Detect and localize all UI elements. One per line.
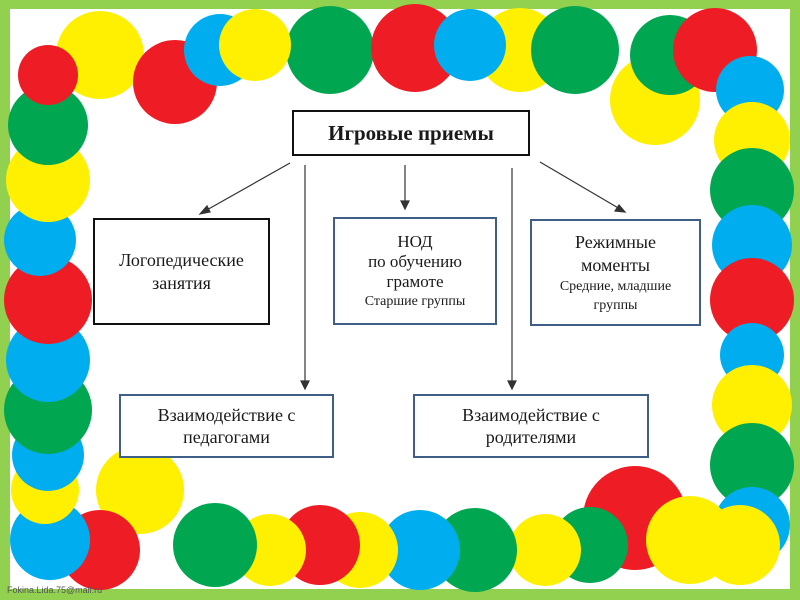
decorative-circle: [4, 256, 92, 344]
title-text: Игровые приемы: [328, 120, 494, 145]
box-line: занятия: [152, 272, 211, 293]
nod-box: НОД по обучению грамоте Старшие группы: [333, 217, 497, 325]
title-box: Игровые приемы: [292, 110, 530, 156]
decorative-circle: [712, 365, 792, 445]
decorative-circle: [286, 6, 374, 94]
decorative-circle: [96, 446, 184, 534]
decorative-circle: [646, 496, 734, 584]
box-line: родителями: [485, 427, 577, 447]
arrow-to-regime: [539, 161, 621, 210]
box-line: НОД: [397, 231, 433, 251]
decorative-circle: [4, 204, 76, 276]
decorative-circle: [56, 11, 144, 99]
box-line: моменты: [580, 254, 651, 275]
parents-interaction-box: Взаимодействие с родителями: [413, 394, 649, 458]
box-line: грамоте: [386, 271, 444, 291]
box-subtitle: группы: [593, 297, 638, 313]
arrowhead: [507, 380, 517, 391]
footer-email: Fokina.Lida.75@mail.ru: [7, 585, 103, 595]
decorative-circle: [710, 423, 794, 507]
decorative-circle: [6, 318, 90, 402]
decorative-circle: [173, 503, 257, 587]
decorative-circle: [380, 510, 460, 590]
decorative-circle: [509, 514, 581, 586]
box-subtitle: Средние, младшие: [559, 278, 672, 294]
arrowhead: [400, 200, 410, 211]
arrow-to-logo: [204, 162, 291, 212]
box-line: Режимные: [575, 231, 656, 252]
routine-moments-box: Режимные моменты Средние, младшие группы: [530, 219, 701, 326]
decorative-circle: [371, 4, 459, 92]
decorative-circle: [18, 45, 78, 105]
connectors: [198, 161, 627, 391]
decorative-circle: [219, 9, 291, 81]
circle-border: [4, 4, 794, 592]
arrowhead: [300, 380, 310, 391]
box-line: по обучению: [368, 251, 462, 271]
box-line: педагогами: [183, 427, 270, 447]
box-line: Взаимодействие с: [157, 405, 296, 425]
decorative-circle: [434, 9, 506, 81]
arrowhead: [613, 204, 627, 213]
decorative-circle: [710, 258, 794, 342]
decorative-circle: [531, 6, 619, 94]
teachers-interaction-box: Взаимодействие с педагогами: [119, 394, 334, 458]
box-line: Взаимодействие с: [462, 405, 600, 425]
speech-therapy-box: Логопедические занятия: [93, 218, 270, 325]
box-line: Логопедические: [119, 249, 244, 270]
decorative-circle: [8, 85, 88, 165]
box-subtitle: Старшие группы: [364, 293, 466, 309]
arrowhead: [198, 204, 211, 215]
